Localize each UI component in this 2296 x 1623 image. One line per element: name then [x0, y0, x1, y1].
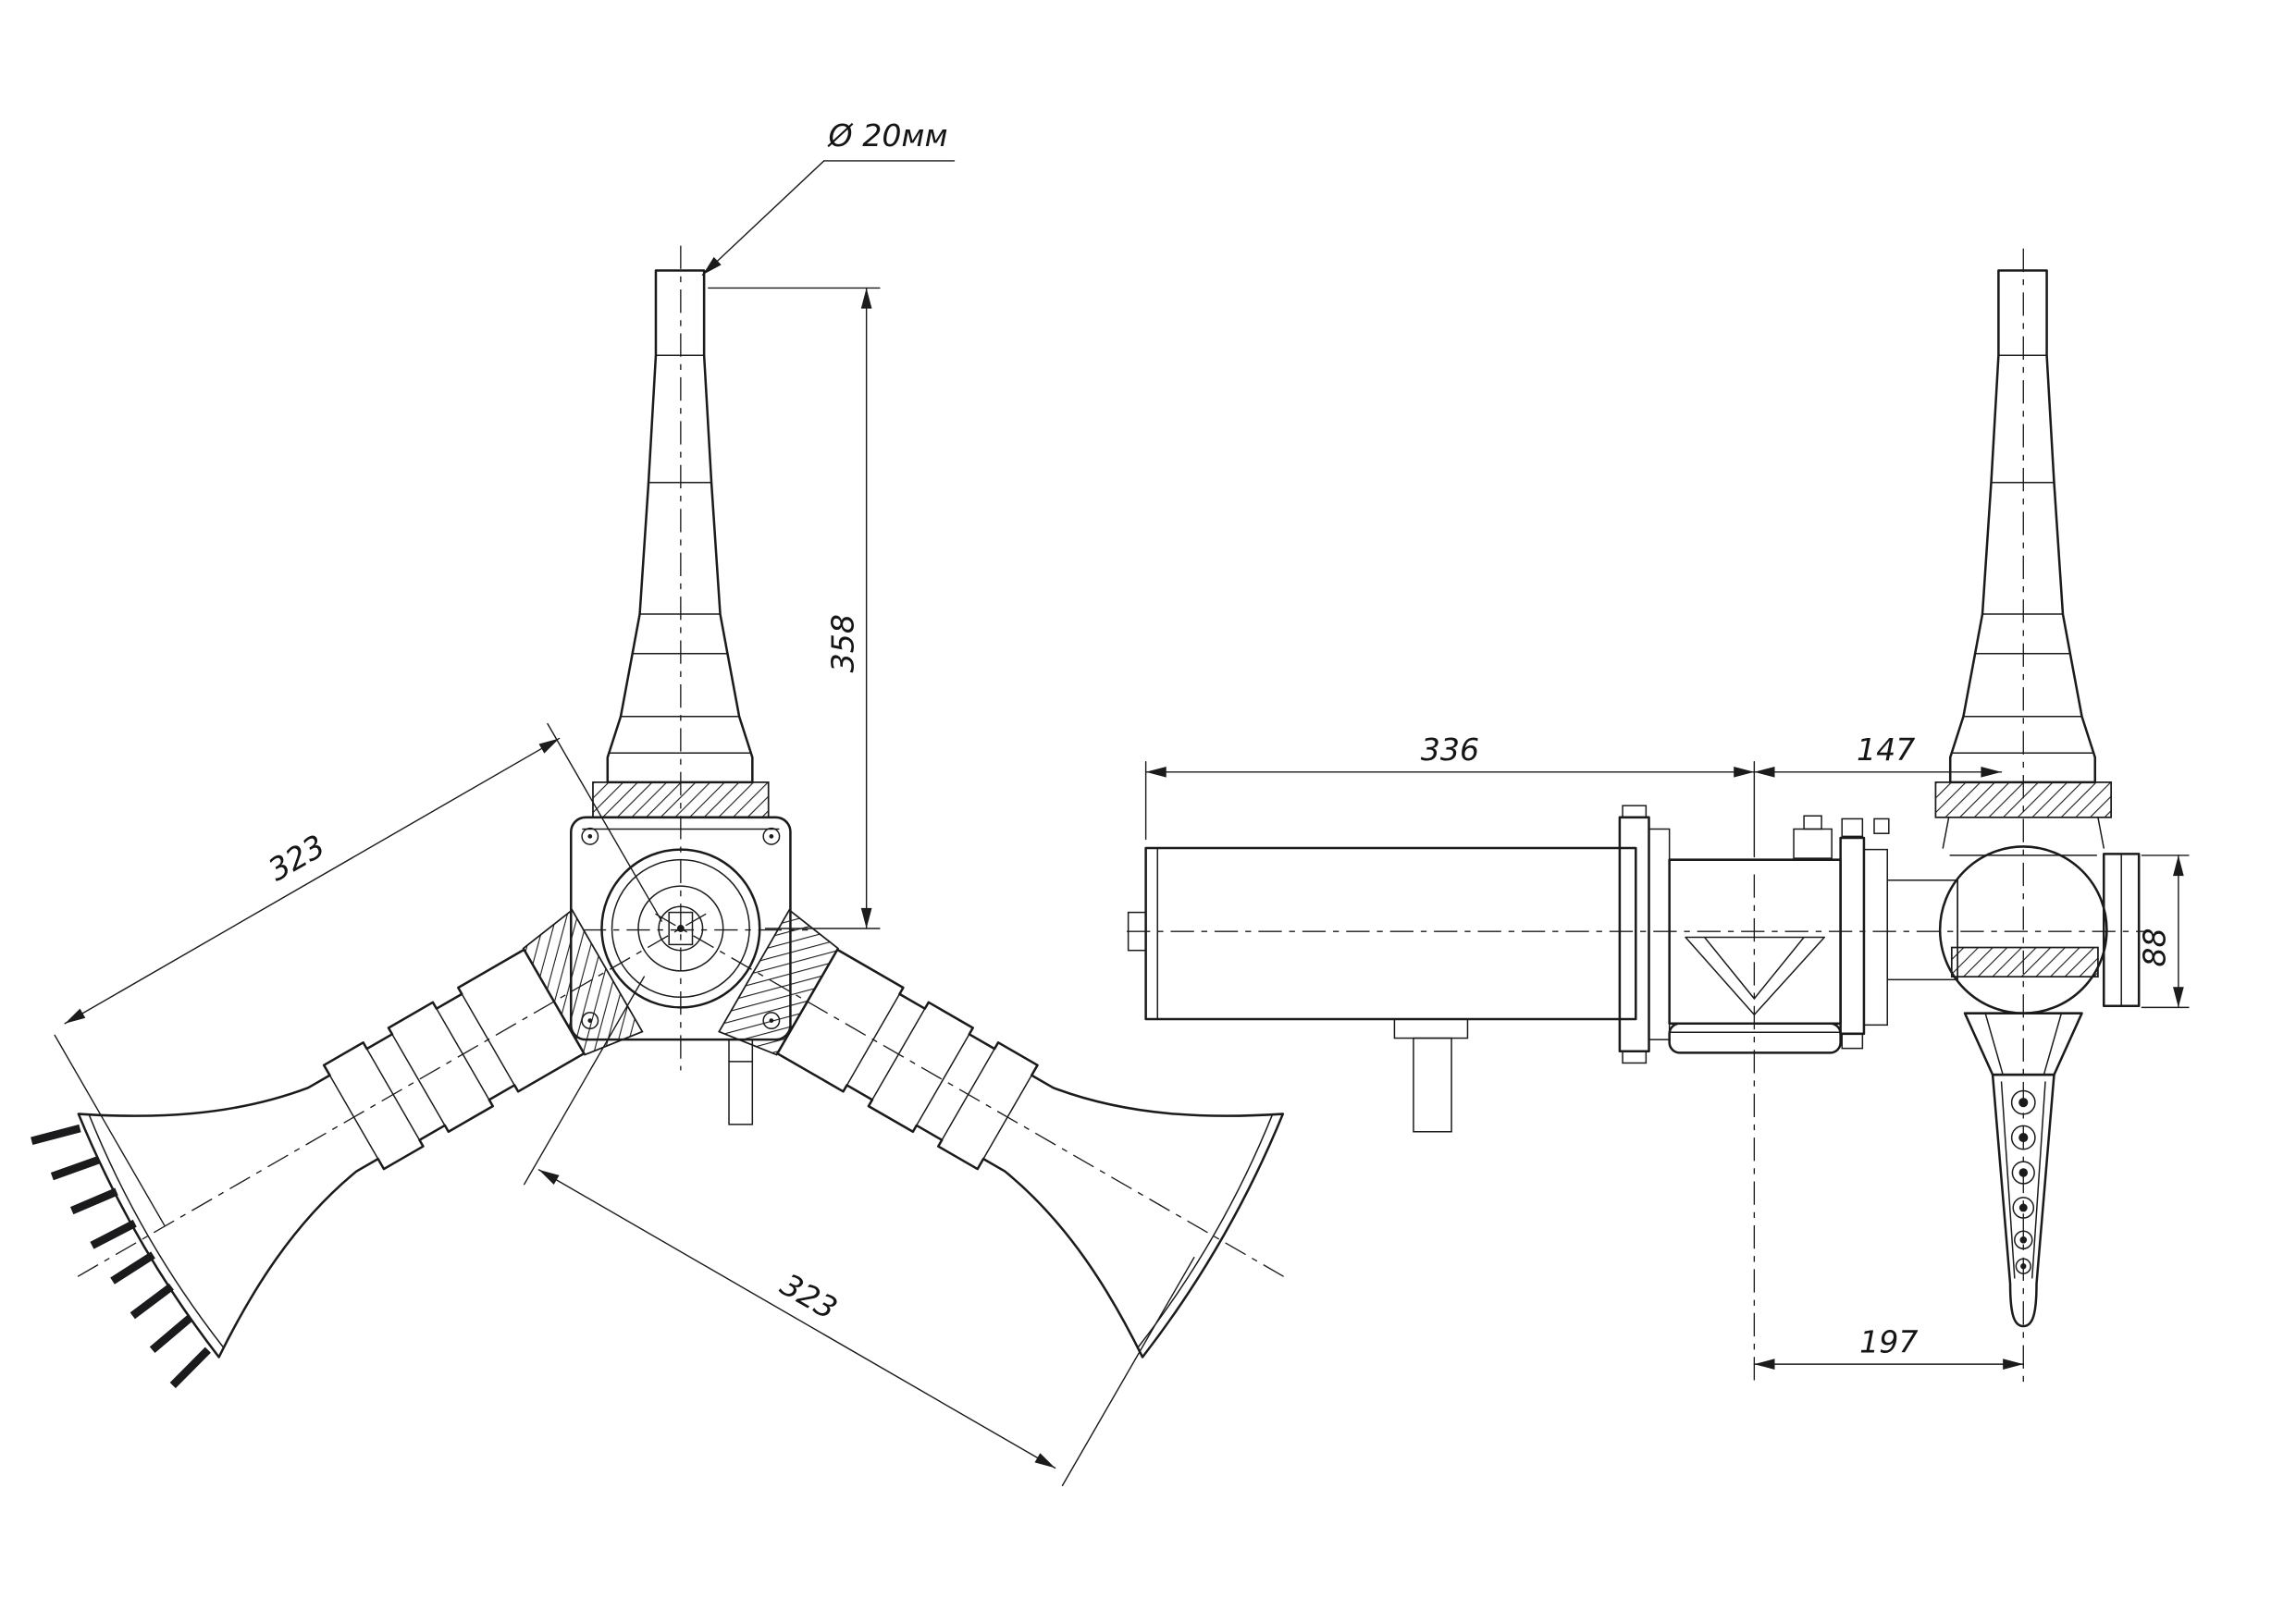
dim-offset-147: 147	[1753, 732, 2003, 778]
dim-right-horn-323: 323	[523, 976, 1195, 1487]
front-right-horn	[584, 791, 1358, 1401]
dim-label-147: 147	[1857, 732, 1915, 768]
side-view: 336 147 88 197	[1127, 248, 2190, 1386]
side-inlet-flange	[1618, 805, 1671, 1064]
side-outlet-flange	[1839, 818, 1958, 1050]
dim-drop-197: 197	[1753, 1324, 2024, 1370]
front-left-horn-bristles	[31, 1124, 211, 1389]
dim-outlet-88: 88	[2137, 855, 2190, 1009]
nozzle-holes	[2010, 1089, 2036, 1274]
side-vertical-nozzle	[1934, 269, 2141, 1014]
dim-diameter-callout: Ø 20мм	[701, 117, 956, 276]
dim-body-336: 336	[1144, 732, 1756, 858]
dim-label-336: 336	[1421, 732, 1479, 768]
dim-vertical-358: 358	[708, 287, 881, 929]
dim-label-358: 358	[824, 614, 860, 672]
side-spray-nozzle	[1963, 1012, 2083, 1328]
front-hub-circles	[600, 848, 761, 1009]
front-flange-plate	[569, 816, 792, 1125]
front-centerlines	[582, 245, 809, 1071]
dim-label-88: 88	[2137, 928, 2173, 966]
front-view: Ø 20мм 358 323 323	[4, 117, 1358, 1487]
side-body-cylinder	[1127, 846, 1637, 1021]
dim-label-diameter: Ø 20мм	[827, 117, 948, 154]
side-centerlines	[1127, 248, 2145, 1386]
dim-label-197: 197	[1859, 1324, 1918, 1360]
dim-label-323-right: 323	[774, 1266, 843, 1326]
dim-label-323-left: 323	[262, 828, 330, 888]
front-left-horn	[4, 791, 778, 1401]
side-support-bolt	[1393, 1018, 1469, 1133]
side-elbow-housing	[1668, 815, 1842, 1054]
